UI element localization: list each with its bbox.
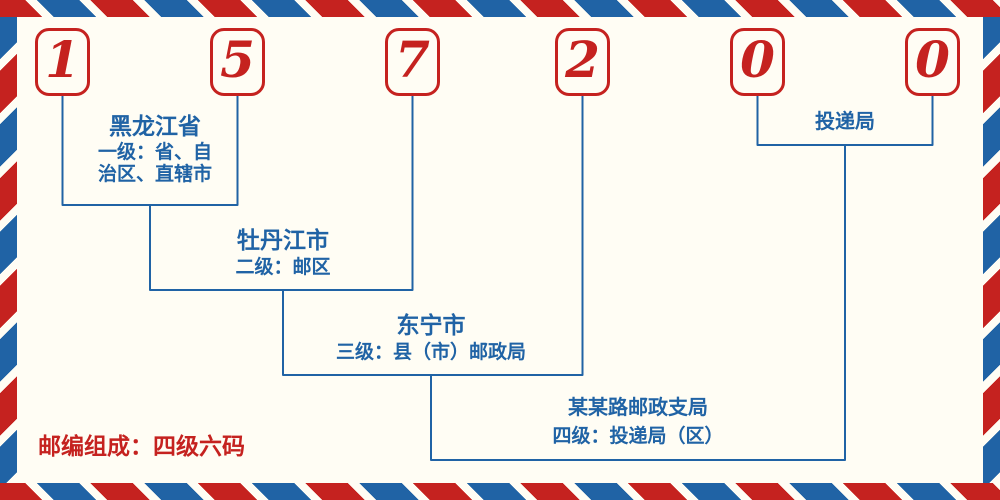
digit-box-4: 2 — [555, 28, 610, 96]
delivery-label: 投递局 — [815, 111, 875, 133]
level2-name: 牡丹江市 — [237, 227, 329, 253]
digit-box-5: 0 — [730, 28, 785, 96]
composition-note: 邮编组成：四级六码 — [38, 433, 245, 459]
level3-desc: 三级：县（市）邮政局 — [335, 342, 526, 363]
airmail-border-left — [0, 17, 17, 483]
airmail-border-bottom — [0, 483, 1000, 500]
digit-2: 5 — [220, 30, 255, 89]
level4-name: 某某路邮政支局 — [568, 397, 708, 419]
level2-desc: 二级：邮区 — [235, 257, 331, 278]
digit-5: 0 — [740, 30, 775, 89]
level1-name: 黑龙江省 — [109, 113, 201, 139]
level4-desc: 四级：投递局（区） — [552, 426, 724, 447]
digit-6: 0 — [915, 30, 950, 89]
level3-name: 东宁市 — [396, 312, 466, 338]
digit-1: 1 — [45, 30, 80, 89]
digit-box-2: 5 — [210, 28, 265, 96]
digit-box-1: 1 — [35, 28, 90, 96]
airmail-border-top — [0, 0, 1000, 17]
digit-box-6: 0 — [905, 28, 960, 96]
airmail-border-right — [983, 17, 1000, 483]
digit-box-3: 7 — [385, 28, 440, 96]
digit-4: 2 — [565, 30, 600, 89]
digit-3: 7 — [395, 30, 430, 89]
level1-desc: 一级：省、自治区、直辖市 — [97, 142, 212, 185]
